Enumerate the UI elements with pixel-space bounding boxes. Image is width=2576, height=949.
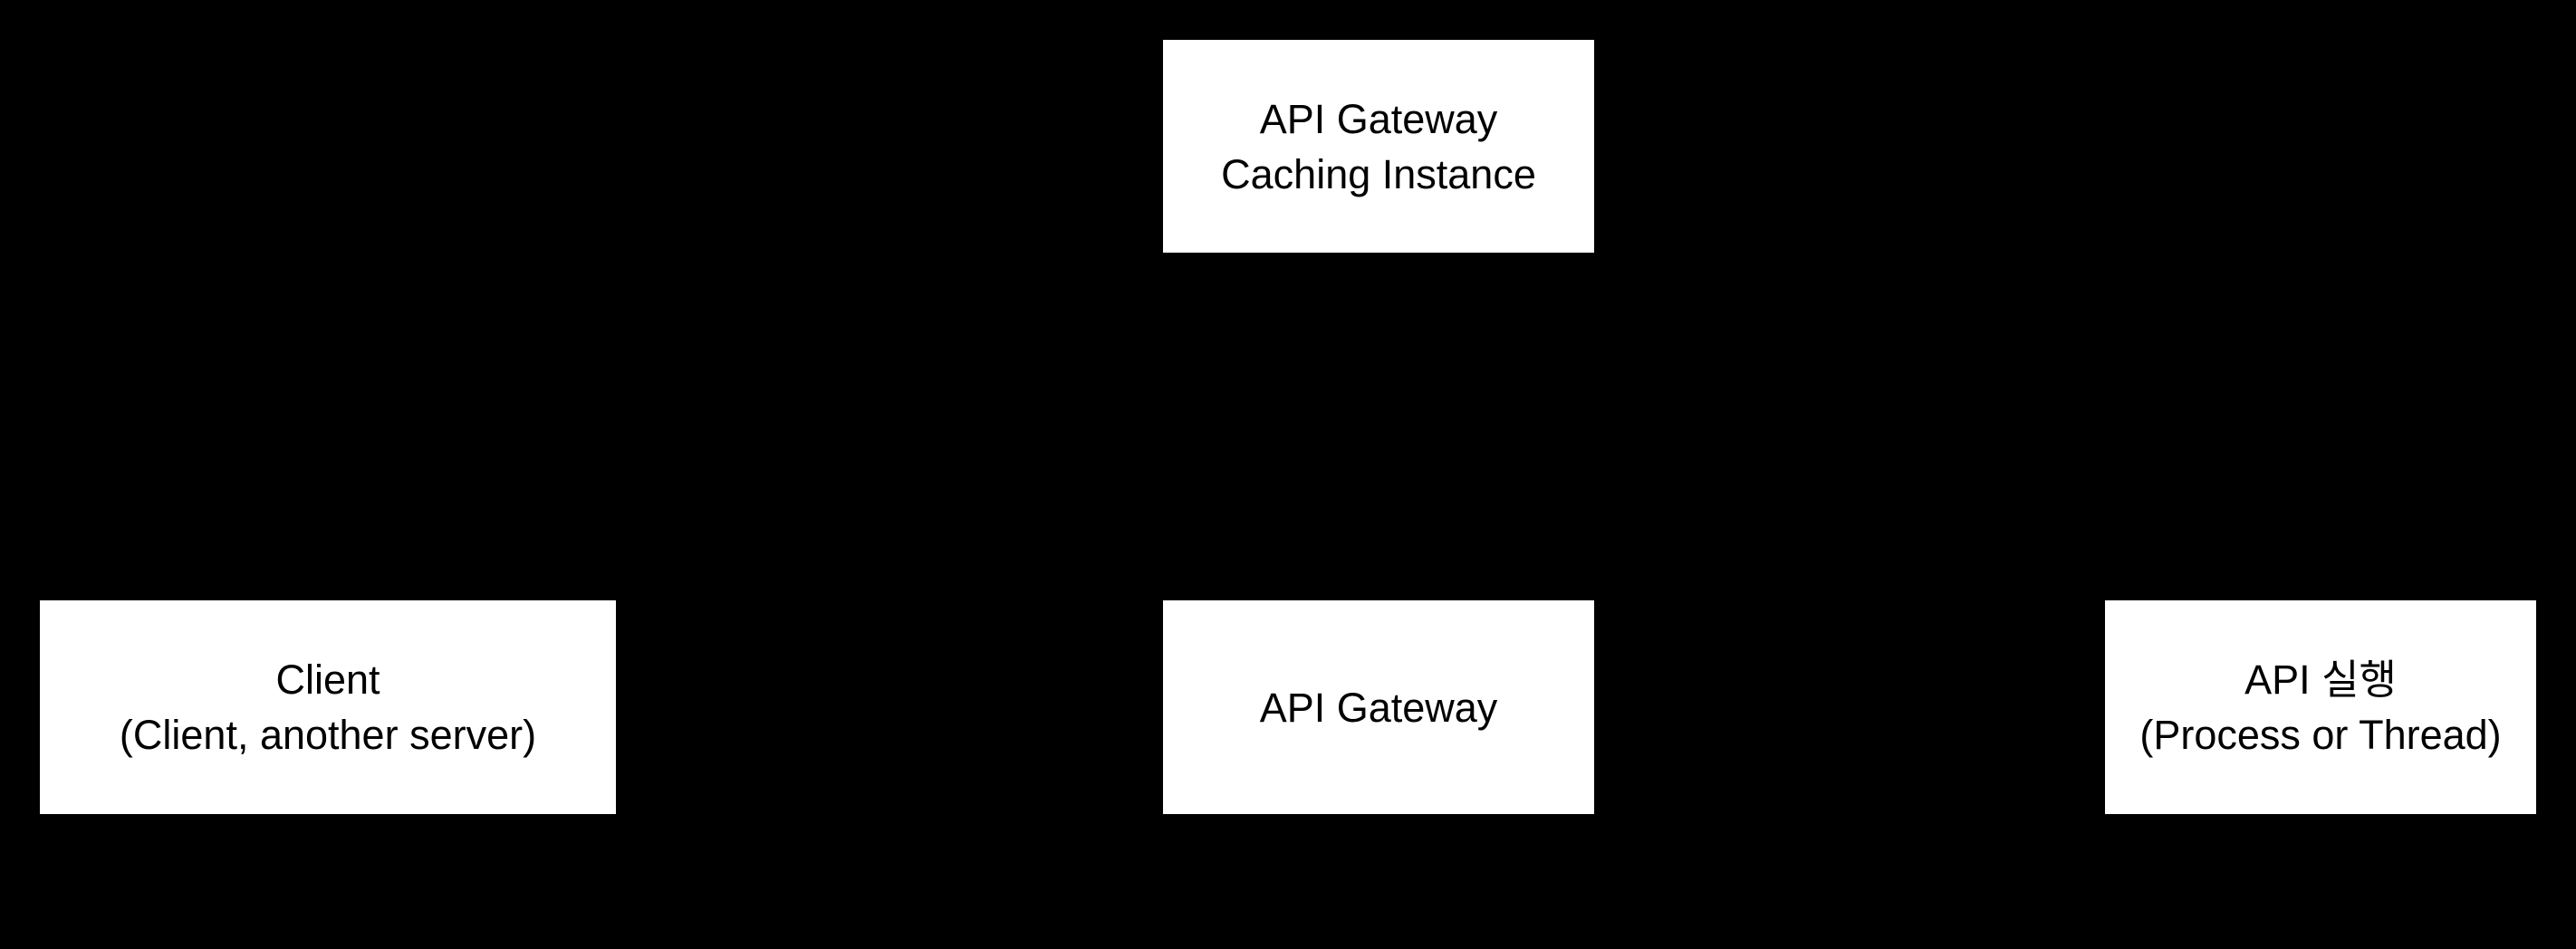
node-label-line: (Client, another server) [119, 712, 537, 758]
node-label-line: API 실행 [2244, 657, 2397, 703]
node-label-line: API Gateway [1259, 95, 1498, 142]
node-label-line: Caching Instance [1221, 150, 1536, 197]
node-label-line: Client [275, 657, 380, 703]
node-api-gateway: API Gateway [1163, 600, 1594, 814]
node-api-execution: API 실행 (Process or Thread) [2105, 600, 2536, 814]
node-label-line: (Process or Thread) [2139, 712, 2502, 758]
node-client: Client (Client, another server) [40, 600, 616, 814]
node-api-gateway-caching-instance: API Gateway Caching Instance [1163, 40, 1594, 253]
node-label-line: API Gateway [1259, 684, 1498, 731]
